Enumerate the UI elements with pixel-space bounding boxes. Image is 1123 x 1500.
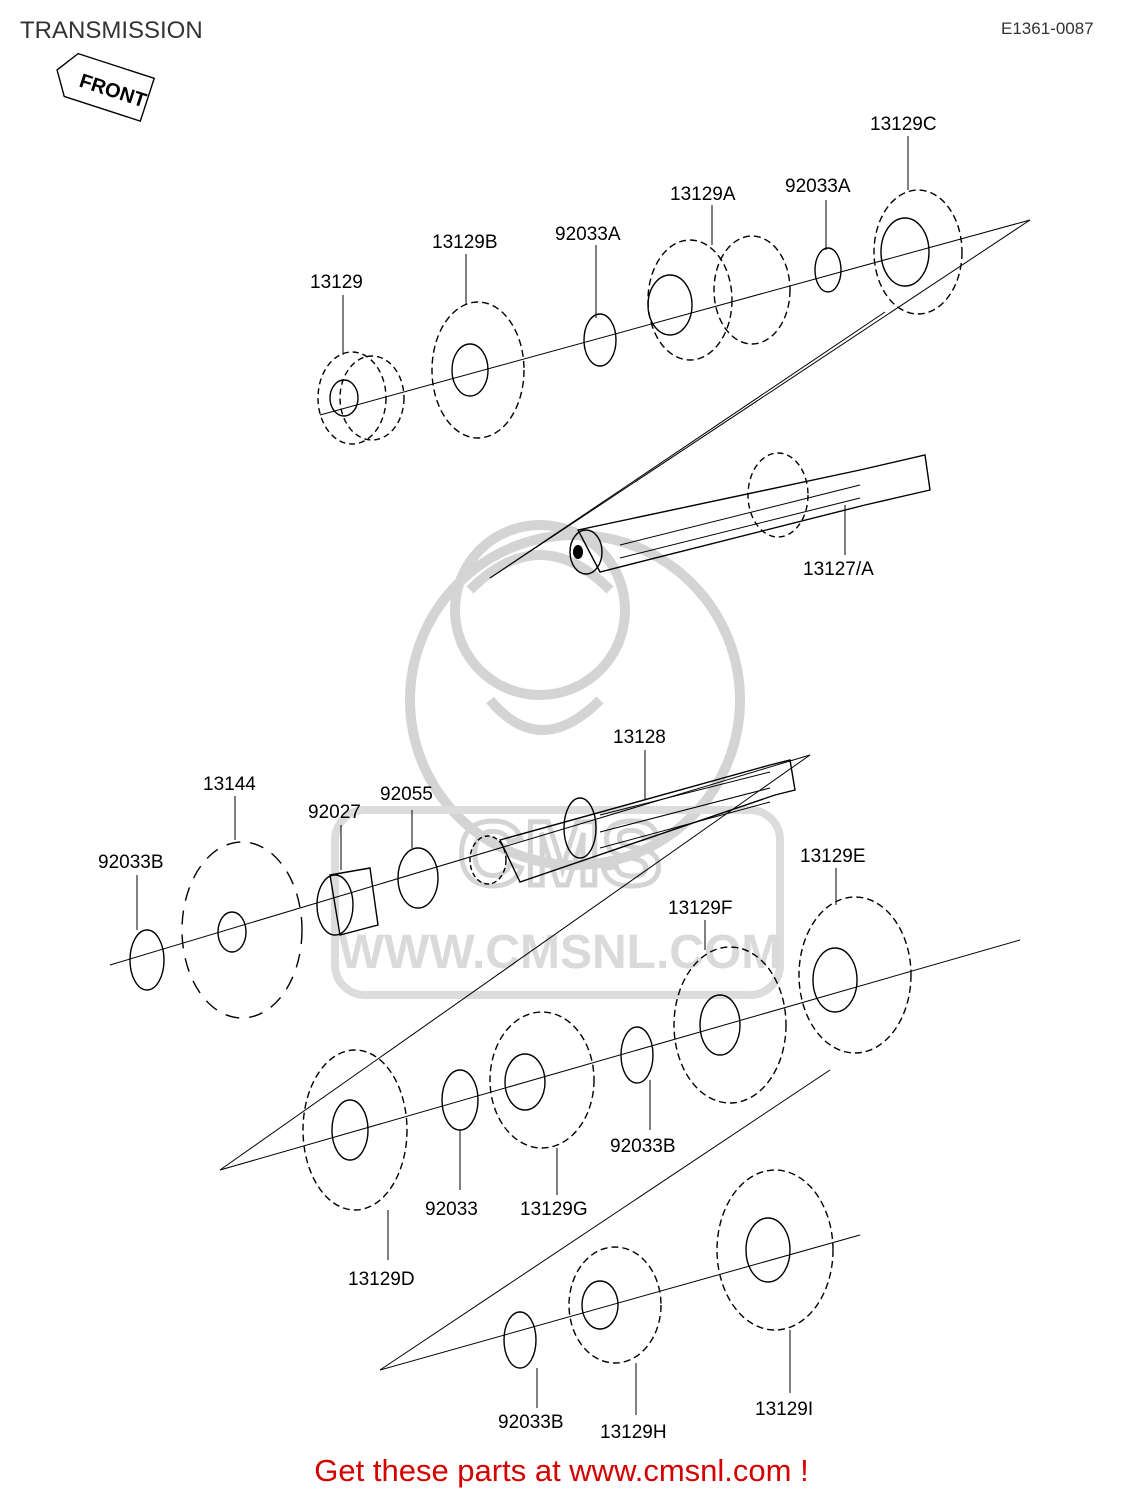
gear-13129F bbox=[673, 946, 787, 1104]
gear-13129G bbox=[489, 1011, 595, 1149]
circlip-92033 bbox=[441, 1069, 479, 1131]
upper-shaft-group bbox=[317, 189, 1031, 579]
front-label: FRONT bbox=[77, 70, 149, 112]
diagram-title: TRANSMISSION bbox=[20, 17, 203, 44]
part-label: 13129D bbox=[348, 1269, 415, 1290]
part-label: 92033B bbox=[610, 1136, 676, 1157]
gear-13129B bbox=[431, 301, 525, 439]
gear-13129 bbox=[317, 351, 405, 445]
circlip-92033A-left bbox=[583, 313, 617, 367]
part-label: 92055 bbox=[380, 784, 433, 805]
front-arrow-icon: FRONT bbox=[56, 52, 156, 123]
watermark-logo: CMS WWW.CMSNL.COM bbox=[331, 520, 784, 999]
circlip-92033A-right bbox=[814, 247, 842, 293]
part-label: 92033A bbox=[555, 224, 621, 245]
part-label: 13129I bbox=[755, 1399, 813, 1420]
part-label: 92033 bbox=[425, 1199, 478, 1220]
part-label: 92033B bbox=[98, 852, 164, 873]
circlip-92033B-bottom bbox=[503, 1311, 537, 1369]
lower-shaft-group bbox=[109, 754, 1021, 1371]
part-label: 13129 bbox=[310, 272, 363, 293]
circlip-92033B-sprocket bbox=[129, 929, 165, 991]
part-label: 13144 bbox=[203, 774, 256, 795]
shaft-13128 bbox=[469, 759, 796, 885]
part-label: 13129B bbox=[432, 232, 498, 253]
part-label: 13129F bbox=[668, 898, 732, 919]
circlip-92033B-middle bbox=[620, 1026, 654, 1084]
gear-13129D bbox=[302, 1049, 408, 1211]
part-labels: 13129C 13129A 92033A 13129B 92033A 13129… bbox=[98, 114, 937, 1443]
collar-92027 bbox=[316, 867, 379, 936]
leader-lines bbox=[136, 136, 909, 1415]
part-label: 92033A bbox=[785, 176, 851, 197]
watermark-cms-text: CMS bbox=[458, 803, 662, 905]
gear-13129E bbox=[798, 896, 912, 1054]
diagram-code: E1361-0087 bbox=[1001, 19, 1094, 38]
part-label: 92033B bbox=[498, 1412, 564, 1433]
oring-92055 bbox=[397, 847, 439, 909]
part-label: 13128 bbox=[613, 727, 666, 748]
part-label: 92027 bbox=[308, 802, 361, 823]
part-label: 13129G bbox=[520, 1199, 588, 1220]
shaft-13127A bbox=[569, 452, 931, 575]
gear-13129C bbox=[873, 189, 963, 315]
part-label: 13129E bbox=[800, 846, 866, 867]
part-label: 13129C bbox=[870, 114, 937, 135]
part-label: 13127/A bbox=[803, 559, 874, 580]
part-label: 13129H bbox=[600, 1422, 667, 1443]
gear-13129H bbox=[568, 1246, 662, 1364]
footer-banner: Get these parts at www.cmsnl.com ! bbox=[314, 1453, 809, 1488]
gear-13129I bbox=[716, 1169, 834, 1331]
part-label: 13129A bbox=[670, 184, 736, 205]
gear-13129A bbox=[647, 235, 791, 361]
watermark-url-text: WWW.CMSNL.COM bbox=[339, 926, 782, 979]
sprocket-13144 bbox=[181, 841, 303, 1019]
